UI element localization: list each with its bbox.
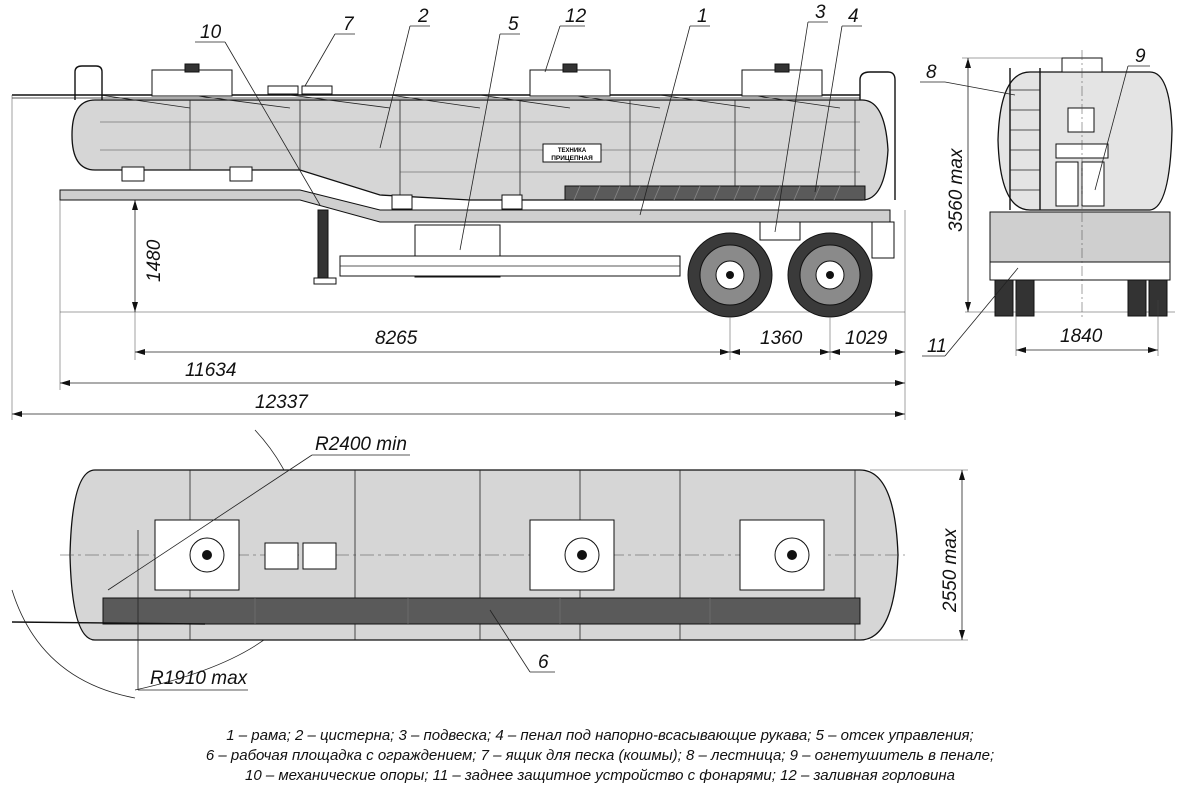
dim-8265: 8265 xyxy=(375,328,418,349)
logo-plate xyxy=(542,143,602,163)
rear-tank-end xyxy=(997,71,1173,211)
dim-lines-horizontal xyxy=(11,95,906,420)
work-platform xyxy=(102,597,861,625)
svg-text:4: 4 xyxy=(848,6,859,27)
callouts-side: 10 7 2 5 12 1 3 4 xyxy=(195,2,862,251)
legend-line-3: 10 – механические опоры; 11 – заднее защ… xyxy=(245,767,955,784)
wheel-front xyxy=(687,232,773,318)
dim-r1910: R1910 max xyxy=(150,668,249,689)
dim-1029: 1029 xyxy=(845,328,888,349)
dim-12337: 12337 xyxy=(255,392,309,413)
wheel-rear xyxy=(787,232,873,318)
svg-text:5: 5 xyxy=(508,14,519,35)
callouts-rear: 8 9 11 xyxy=(920,46,1150,357)
front-handrail xyxy=(74,65,103,100)
dim-1480: 1480 xyxy=(144,239,165,282)
ladder xyxy=(1009,68,1041,210)
front-rail xyxy=(11,621,206,625)
svg-text:7: 7 xyxy=(343,14,355,35)
callout-6: 6 xyxy=(538,652,549,673)
hose-pen xyxy=(564,185,866,201)
sand-box xyxy=(267,85,299,95)
rear-frame xyxy=(989,211,1171,263)
landing-gear xyxy=(317,209,329,281)
dim-r2400: R2400 min xyxy=(315,434,407,455)
legend-line-2: 6 – рабочая площадка с ограждением; 7 – … xyxy=(205,747,995,764)
landing-gear-foot xyxy=(313,277,337,285)
top-hatches xyxy=(154,519,825,591)
tank-seams xyxy=(100,100,860,200)
svg-text:9: 9 xyxy=(1135,46,1146,67)
svg-text:10: 10 xyxy=(200,22,222,43)
sand-box xyxy=(301,85,333,95)
swing-arc xyxy=(11,589,136,699)
svg-text:3: 3 xyxy=(815,2,826,23)
extinguisher-pen xyxy=(1055,161,1079,207)
rear-view: 3560 max 1840 8 9 11 xyxy=(920,46,1175,357)
svg-text:8: 8 xyxy=(926,62,937,83)
rear-wheel xyxy=(1127,279,1147,317)
side-view: ТЕХНИКА ПРИЦЕПНАЯ xyxy=(11,2,906,420)
logo-text: ТЕХНИКА xyxy=(558,148,587,154)
svg-text:12: 12 xyxy=(565,6,587,27)
rear-guard xyxy=(989,261,1171,281)
logo-text: ПРИЦЕПНАЯ xyxy=(551,155,593,162)
dim-1840: 1840 xyxy=(1060,326,1103,347)
dim-2550: 2550 max xyxy=(940,527,961,613)
filler-necks xyxy=(151,63,823,97)
dim-11634: 11634 xyxy=(185,360,236,381)
dim-3560: 3560 max xyxy=(946,147,967,232)
suspension xyxy=(759,221,801,241)
svg-text:11: 11 xyxy=(927,336,947,357)
svg-text:1: 1 xyxy=(697,6,708,27)
rear-wheel xyxy=(994,279,1014,317)
rear-bumper xyxy=(871,221,895,259)
rear-handrail xyxy=(859,71,896,200)
top-view: 2550 max R2400 min R1910 max 6 xyxy=(11,429,968,699)
legend-line-1: 1 – рама; 2 – цистерна; 3 – подвеска; 4 … xyxy=(226,727,974,744)
rear-wheel xyxy=(1015,279,1035,317)
svg-text:2: 2 xyxy=(417,6,429,27)
dim-1360: 1360 xyxy=(760,328,803,349)
